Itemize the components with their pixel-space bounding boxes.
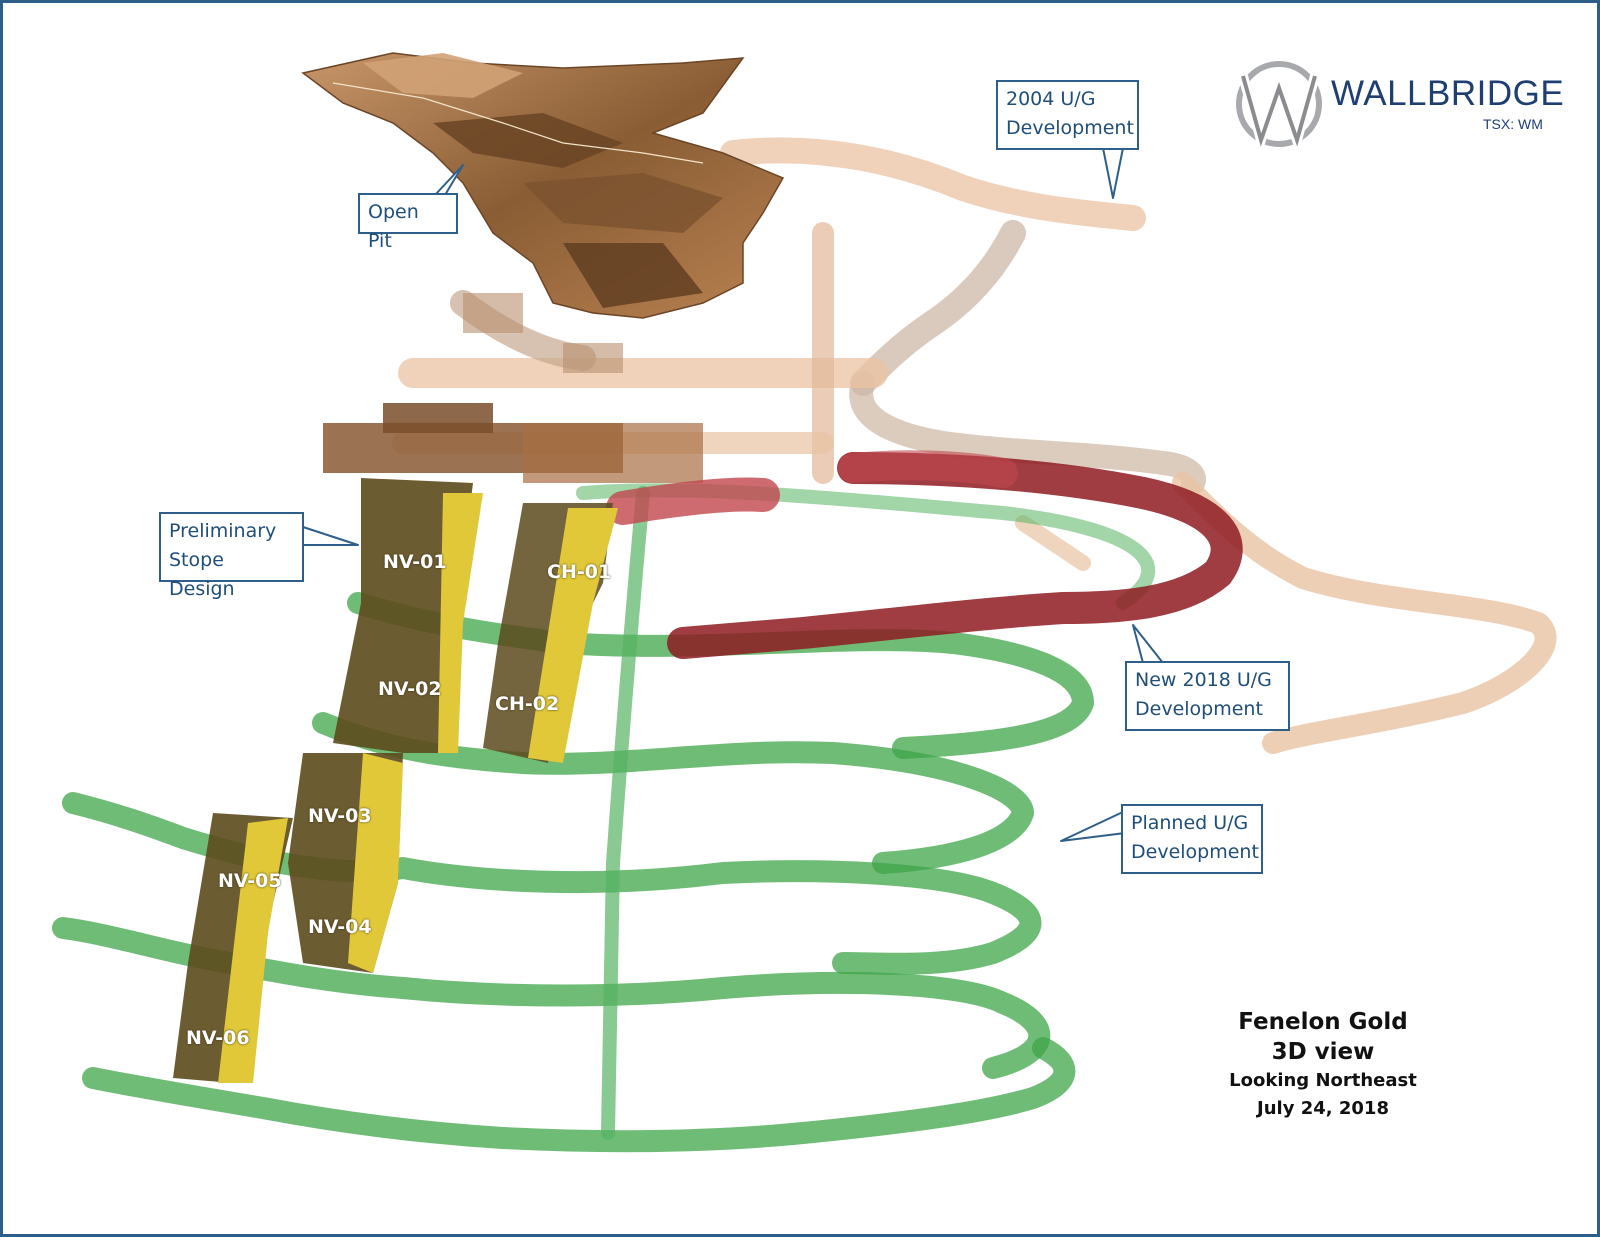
title-project: Fenelon Gold [1238, 1009, 1408, 1035]
stope-label-nv05: NV-05 [218, 870, 282, 892]
logo-ticker: TSX: WM [1483, 116, 1543, 132]
ug-2018-callout: New 2018 U/G Development [1125, 661, 1290, 731]
stope-label-nv02: NV-02 [378, 678, 442, 700]
open-pit-callout: Open Pit [358, 193, 458, 252]
ug-2004-development [392, 137, 1557, 754]
stope-label-nv03: NV-03 [308, 805, 372, 827]
callout-pointers [302, 147, 1164, 842]
title-date: July 24, 2018 [1257, 1098, 1389, 1119]
stope-label-nv01: NV-01 [383, 551, 447, 573]
mine-3d-model [52, 52, 1557, 1153]
wallbridge-wm-logo-icon [1236, 61, 1322, 157]
ug-2018-development [606, 450, 1243, 659]
title-view: 3D view [1271, 1039, 1375, 1065]
stope-design-callout: Preliminary Stope Design [159, 512, 304, 600]
planned-ug-callout: Planned U/G Development [1121, 804, 1263, 874]
stope-label-nv06: NV-06 [186, 1027, 250, 1049]
title-direction: Looking Northeast [1229, 1070, 1417, 1091]
stope-label-ch02: CH-02 [495, 693, 560, 715]
stope-label-ch01: CH-01 [547, 561, 612, 583]
title-block: Fenelon Gold 3D view Looking Northeast J… [1223, 1007, 1423, 1123]
historic-workings [323, 293, 703, 483]
open-pit-model [301, 52, 785, 319]
stope-label-nv04: NV-04 [308, 916, 372, 938]
logo-wordmark: WALLBRIDGE [1331, 74, 1565, 113]
preliminary-stopes [173, 478, 618, 1083]
wallbridge-logo: WALLBRIDGE TSX: WM [1231, 58, 1564, 157]
ug-2004-callout: 2004 U/G Development [996, 80, 1139, 150]
